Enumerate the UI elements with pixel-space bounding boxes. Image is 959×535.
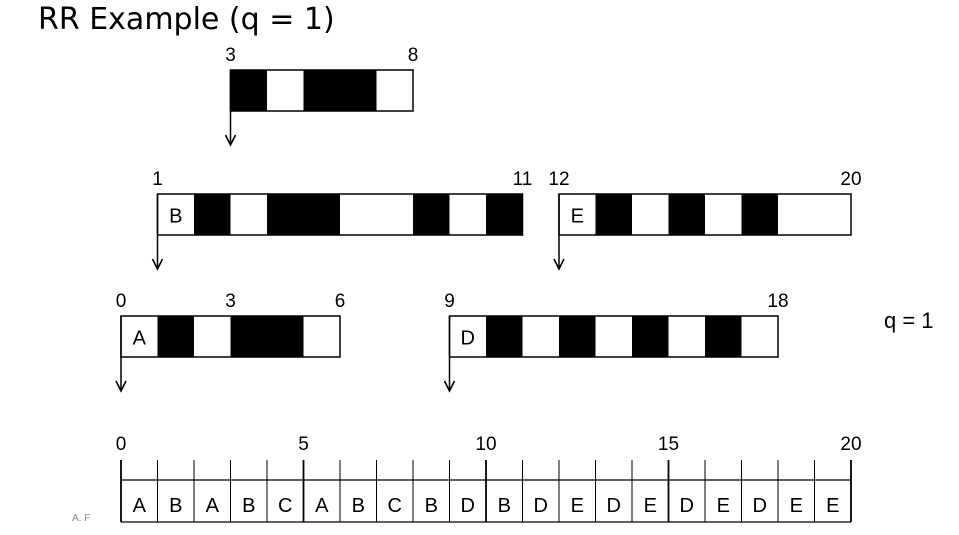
process-d-cell xyxy=(705,316,742,357)
process-e-arrowhead xyxy=(553,258,565,271)
process-c-cell xyxy=(340,70,377,111)
timeline-slot: B xyxy=(498,495,511,517)
process-e-start-label: 12 xyxy=(548,169,569,190)
process-b-cell xyxy=(449,194,486,235)
process-d-cell xyxy=(522,316,559,357)
timeline-slot: D xyxy=(534,495,548,517)
process-b-cell xyxy=(157,194,194,235)
process-e-label: E xyxy=(571,206,584,228)
process-d-cell xyxy=(449,316,486,357)
process-c-cell xyxy=(267,70,304,111)
timeline-slot: E xyxy=(717,495,730,517)
process-c-cell xyxy=(230,70,267,111)
process-e-cell xyxy=(778,194,815,235)
process-d-cell xyxy=(632,316,669,357)
process-c-arrowhead xyxy=(224,134,237,147)
process-d-cell xyxy=(595,316,632,357)
process-b-label: B xyxy=(169,206,182,228)
process-d-arrowhead xyxy=(443,380,456,393)
process-e-cell xyxy=(595,194,632,235)
timeline-tick-label: 5 xyxy=(298,434,309,455)
process-c-label: C xyxy=(242,82,256,104)
process-a-cell xyxy=(230,316,267,357)
process-b-cell xyxy=(413,194,450,235)
process-d-start-label: 9 xyxy=(444,291,455,312)
process-d-label: D xyxy=(461,328,475,350)
process-b-cell xyxy=(376,194,413,235)
timeline-slot: A xyxy=(206,495,220,517)
process-d-cell xyxy=(741,316,778,357)
timeline-slot: E xyxy=(826,495,839,517)
process-d-cell xyxy=(668,316,705,357)
quantum-label: q = 1 xyxy=(884,308,934,333)
process-b-cell xyxy=(267,194,304,235)
process-d-cell xyxy=(486,316,523,357)
process-c-end-label: 8 xyxy=(408,45,419,66)
timeline-tick-label: 10 xyxy=(475,434,496,455)
timeline-slot: D xyxy=(607,495,621,517)
timeline-slot: A xyxy=(133,495,147,517)
process-a-start-label: 0 xyxy=(116,291,127,312)
process-a-arrowhead xyxy=(115,380,127,393)
process-a-cell xyxy=(157,316,194,357)
process-b-cell xyxy=(303,194,340,235)
process-b-end-label: 11 xyxy=(513,169,533,190)
process-e-cell xyxy=(559,194,596,235)
footer-text: A. F xyxy=(72,513,91,524)
timeline-slot: A xyxy=(315,495,329,517)
process-b-arrowhead xyxy=(151,258,164,271)
process-e-cell xyxy=(668,194,705,235)
timeline-tick-label: 20 xyxy=(840,434,861,455)
timeline-slot: B xyxy=(242,495,255,517)
timeline-tick-label: 0 xyxy=(116,434,127,455)
process-b-cell xyxy=(340,194,377,235)
process-a-cell xyxy=(121,316,158,357)
timeline-slot: C xyxy=(278,495,292,517)
timeline-slot: D xyxy=(461,495,475,517)
process-d-cell xyxy=(559,316,596,357)
process-c-start-label: 3 xyxy=(225,45,236,66)
process-e-end-label: 20 xyxy=(840,169,861,190)
process-a-label: A xyxy=(133,328,147,350)
timeline-slot: B xyxy=(352,495,365,517)
process-a-end-label: 6 xyxy=(335,291,346,312)
timeline-slot: C xyxy=(388,495,402,517)
timeline-slot: B xyxy=(425,495,438,517)
timeline-slot: B xyxy=(169,495,182,517)
timeline-tick-label: 15 xyxy=(658,434,679,455)
process-e-cell xyxy=(632,194,669,235)
timeline-slot: E xyxy=(790,495,803,517)
timeline-slot: D xyxy=(680,495,694,517)
process-e-cell xyxy=(705,194,742,235)
process-d-end-label: 18 xyxy=(767,291,788,312)
process-b-cell xyxy=(194,194,231,235)
timeline-slot: E xyxy=(644,495,657,517)
process-a-cell xyxy=(303,316,340,357)
process-a-cell xyxy=(194,316,231,357)
process-b-start-label: 1 xyxy=(152,169,163,190)
process-e-cell xyxy=(741,194,778,235)
process-a-mid-label: 3 xyxy=(225,291,236,312)
page-title: RR Example (q = 1) xyxy=(38,2,335,37)
timeline-slot: D xyxy=(753,495,767,517)
process-a-cell xyxy=(267,316,304,357)
process-b-cell xyxy=(230,194,267,235)
process-e-cell xyxy=(814,194,851,235)
process-b-cell xyxy=(486,194,523,235)
process-c-cell xyxy=(303,70,340,111)
process-c-cell xyxy=(376,70,413,111)
timeline-slot: E xyxy=(571,495,584,517)
